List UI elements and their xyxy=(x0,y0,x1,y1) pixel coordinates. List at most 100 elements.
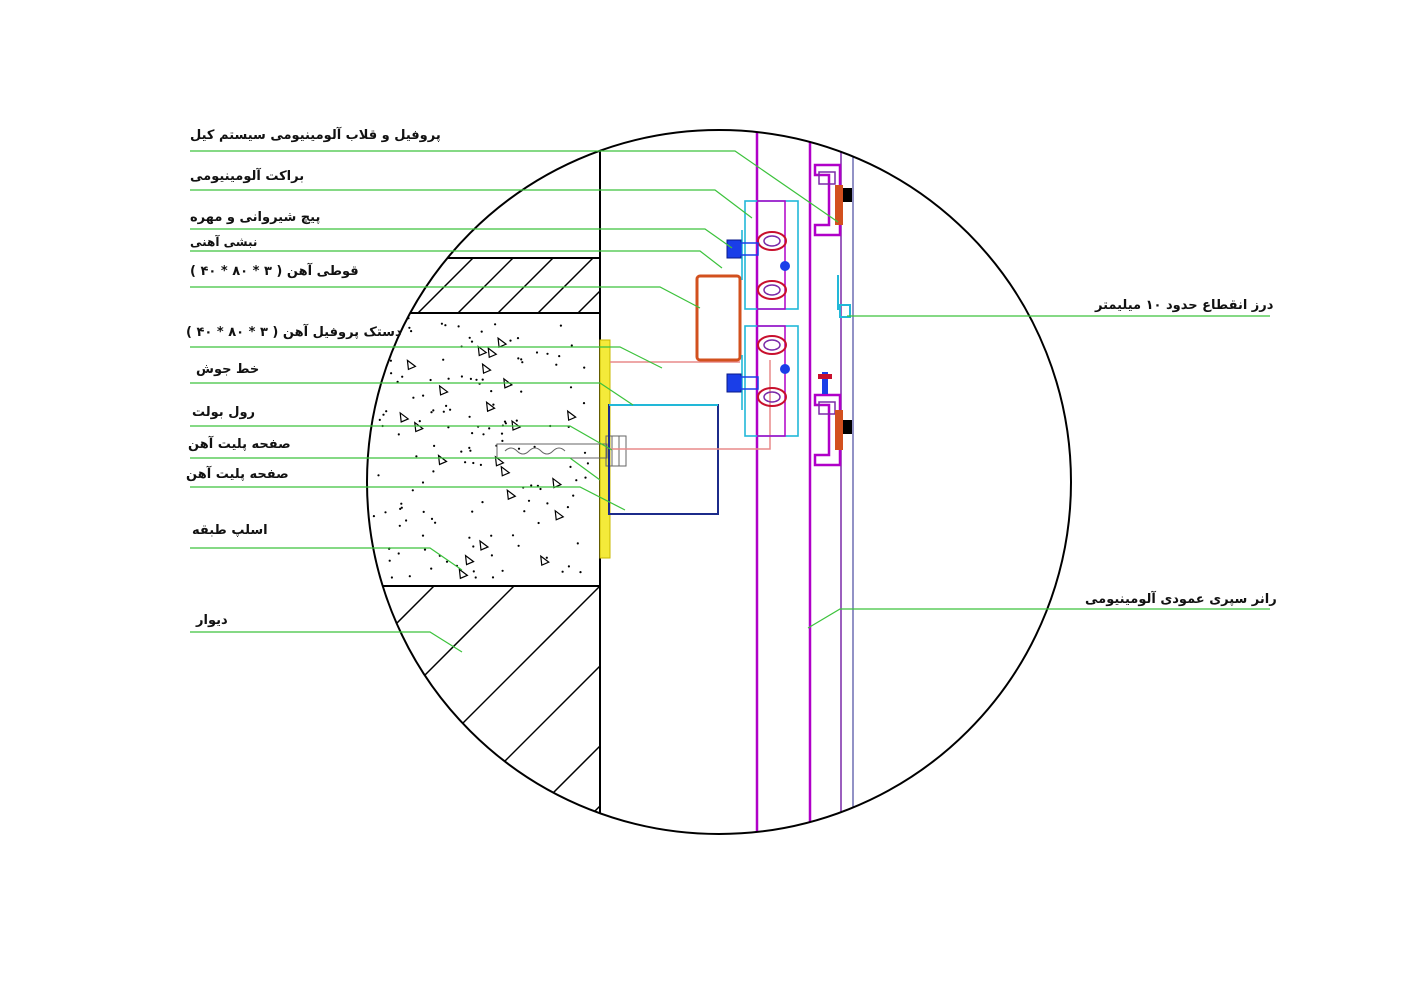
label-roll-bolt: رول بولت xyxy=(192,405,256,420)
concrete-dot xyxy=(569,465,572,468)
steel-plate-bracket xyxy=(608,404,719,515)
label-vertical-runner: رانر سپری عمودی آلومینیومی xyxy=(1085,592,1277,607)
concrete-dot xyxy=(440,322,443,325)
concrete-dot xyxy=(539,487,542,491)
concrete-dot xyxy=(389,359,392,362)
concrete-aggregate xyxy=(481,362,492,375)
label-floor-slab: اسلپ طبقه xyxy=(192,523,268,538)
concrete-dot xyxy=(415,455,418,458)
concrete-aggregate xyxy=(406,359,417,371)
leader-lines xyxy=(190,150,1270,653)
concrete-dot xyxy=(501,569,504,572)
concrete-dot xyxy=(546,352,549,355)
concrete-dot xyxy=(472,570,475,573)
concrete-dot xyxy=(482,433,485,436)
concrete-dot xyxy=(449,408,452,411)
concrete-dot xyxy=(583,366,586,369)
concrete-dot xyxy=(545,556,548,559)
concrete-dot xyxy=(561,570,564,573)
concrete-dot xyxy=(418,420,421,423)
concrete-aggregate xyxy=(485,400,496,413)
concrete-dot xyxy=(479,463,482,466)
concrete-aggregate xyxy=(566,409,577,421)
concrete-dot xyxy=(447,377,450,380)
concrete-dot xyxy=(388,559,391,562)
label-steel-box: قوطی آهن ( ۳ * ۸۰ * ۴۰ ) xyxy=(190,264,359,279)
concrete-dot xyxy=(442,410,445,413)
concrete-aggregate xyxy=(500,465,511,477)
concrete-dot xyxy=(494,323,497,326)
concrete-dot xyxy=(586,462,590,465)
concrete-aggregate xyxy=(497,336,508,349)
concrete-dot xyxy=(430,411,433,414)
concrete-dot xyxy=(429,378,432,382)
concrete-dot xyxy=(492,403,495,406)
concrete-dot xyxy=(408,326,411,329)
concrete-dot xyxy=(490,554,493,557)
concrete-dot xyxy=(472,461,475,465)
concrete-dot xyxy=(533,445,536,448)
concrete-dot xyxy=(521,361,524,364)
concrete-dot xyxy=(468,415,471,418)
concrete-dot xyxy=(397,552,400,555)
concrete-dot xyxy=(572,494,575,497)
concrete-dot xyxy=(517,544,520,547)
concrete-dot xyxy=(376,357,379,360)
concrete-dot xyxy=(558,355,561,358)
concrete-dot xyxy=(445,404,448,407)
concrete-dot xyxy=(469,377,472,380)
concrete-dot xyxy=(503,420,507,423)
concrete-dot xyxy=(433,444,436,447)
keel-profile-bottom xyxy=(813,372,852,467)
rivet-dot xyxy=(780,364,790,374)
concrete-dot xyxy=(475,378,478,381)
label-weld-line: خط جوش xyxy=(196,362,260,377)
concrete-dot xyxy=(501,439,504,442)
steel-arm-bottom xyxy=(610,360,771,450)
concrete-dot xyxy=(504,422,507,425)
concrete-dot xyxy=(412,396,415,399)
concrete-dot xyxy=(517,357,520,360)
bolt-nut-assembly xyxy=(726,239,759,393)
concrete-dot xyxy=(372,515,375,518)
concrete-dot xyxy=(399,507,402,510)
concrete-aggregate xyxy=(506,488,517,501)
concrete-aggregate xyxy=(458,568,469,580)
label-steel-arm: دستک پروفیل آهن ( ۳ * ۸۰ * ۴۰ ) xyxy=(186,325,402,340)
concrete-dot xyxy=(474,576,477,579)
concrete-aggregate xyxy=(540,554,550,567)
concrete-dot xyxy=(447,426,450,429)
concrete-aggregate xyxy=(464,554,475,566)
concrete-dot xyxy=(471,432,474,435)
concrete-dot xyxy=(537,521,540,525)
concrete-dot xyxy=(397,433,400,436)
rivet-dot xyxy=(780,261,790,271)
concrete-dot xyxy=(457,325,460,328)
concrete-dot xyxy=(430,567,433,570)
concrete-dot xyxy=(470,340,474,343)
label-steel-plate-1: صفحه پلیت آهن xyxy=(188,437,291,452)
concrete-dot xyxy=(511,534,515,537)
concrete-dot xyxy=(468,446,471,449)
concrete-aggregate xyxy=(554,509,565,521)
concrete-aggregate xyxy=(494,455,505,467)
concrete-dot xyxy=(583,451,587,454)
concrete-dot xyxy=(569,386,573,389)
concrete-dot xyxy=(460,450,463,453)
concrete-dot xyxy=(516,337,520,340)
lower-wall-hatch xyxy=(367,585,601,834)
concrete-dot xyxy=(468,536,471,539)
concrete-dot xyxy=(385,410,388,413)
concrete-dot xyxy=(382,413,385,416)
concrete-dot xyxy=(570,344,573,347)
concrete-dot xyxy=(566,506,570,509)
concrete-dot xyxy=(567,565,571,568)
upper-wall-hatch xyxy=(367,257,601,314)
concrete-dot xyxy=(410,330,413,333)
concrete-dot xyxy=(579,571,582,574)
concrete-dot xyxy=(584,476,587,479)
concrete-dot xyxy=(384,511,387,514)
concrete-dot xyxy=(390,576,393,579)
label-steel-angle: نبشی آهنی xyxy=(190,235,258,249)
concrete-dot xyxy=(464,461,467,464)
